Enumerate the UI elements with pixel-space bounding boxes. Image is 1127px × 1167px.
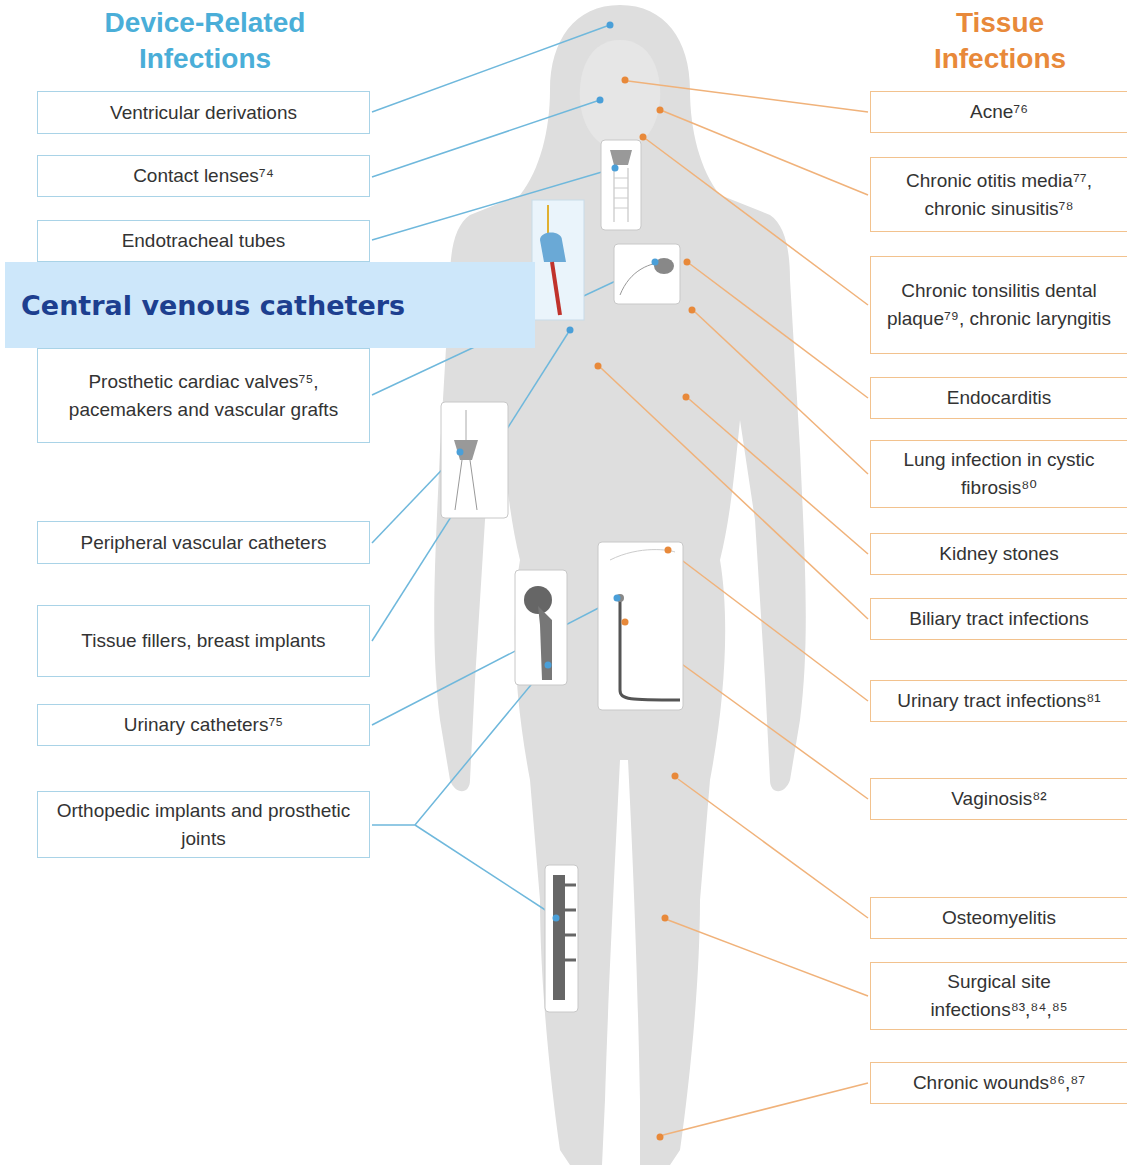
box-text: Biliary tract infections bbox=[909, 605, 1089, 633]
box-text: Osteomyelitis bbox=[942, 904, 1056, 932]
section-heading: Device-Related Infections bbox=[70, 5, 340, 78]
tissue-box: Vaginosis⁸² bbox=[870, 778, 1127, 820]
tissue-box: Osteomyelitis bbox=[870, 897, 1127, 939]
device-dots bbox=[457, 22, 659, 922]
central-catheter-inset bbox=[532, 200, 584, 320]
box-text: Ventricular derivations bbox=[110, 99, 297, 127]
box-text: Lung infection in cystic fibrosis⁸⁰ bbox=[885, 446, 1113, 501]
device-leaders bbox=[372, 26, 652, 915]
trachea-inset bbox=[601, 140, 641, 230]
tissue-box: Endocarditis bbox=[870, 377, 1127, 419]
box-text: Endotracheal tubes bbox=[122, 227, 286, 255]
body-silhouette bbox=[434, 5, 806, 1165]
device-box: Contact lenses⁷⁴ bbox=[37, 155, 370, 197]
box-text: Chronic wounds⁸⁶,⁸⁷ bbox=[913, 1069, 1085, 1097]
tissue-box: Chronic tonsilitis dental plaque⁷⁹, chro… bbox=[870, 256, 1127, 354]
tissue-box: Urinary tract infections⁸¹ bbox=[870, 680, 1127, 722]
box-text: Vaginosis⁸² bbox=[951, 785, 1046, 813]
box-text: Central venous catheters bbox=[21, 290, 405, 321]
box-text: Orthopedic implants and prosthetic joint… bbox=[54, 797, 353, 852]
device-box: Orthopedic implants and prosthetic joint… bbox=[37, 791, 370, 858]
device-box: Endotracheal tubes bbox=[37, 220, 370, 262]
section-heading: Tissue Infections bbox=[905, 5, 1095, 78]
tissue-box: Kidney stones bbox=[870, 533, 1127, 575]
hip-implant-inset bbox=[515, 570, 567, 685]
tissue-box: Biliary tract infections bbox=[870, 598, 1127, 640]
box-text: Kidney stones bbox=[939, 540, 1058, 568]
urinary-catheter-inset bbox=[598, 542, 683, 710]
peripheral-catheter-inset bbox=[441, 402, 508, 518]
box-text: Tissue fillers, breast implants bbox=[81, 627, 325, 655]
device-box: Peripheral vascular catheters bbox=[37, 521, 370, 564]
knee-plate-inset bbox=[545, 865, 578, 1012]
box-text: Endocarditis bbox=[947, 384, 1052, 412]
device-box: Tissue fillers, breast implants bbox=[37, 605, 370, 677]
highlight-box: Central venous catheters bbox=[5, 262, 535, 348]
tissue-box: Chronic wounds⁸⁶,⁸⁷ bbox=[870, 1062, 1127, 1104]
device-box: Ventricular derivations bbox=[37, 91, 370, 134]
box-text: Surgical site infections⁸³,⁸⁴,⁸⁵ bbox=[885, 968, 1113, 1023]
tissue-box: Surgical site infections⁸³,⁸⁴,⁸⁵ bbox=[870, 962, 1127, 1029]
box-text: Contact lenses⁷⁴ bbox=[133, 162, 274, 190]
tissue-box: Acne⁷⁶ bbox=[870, 91, 1127, 133]
box-text: Peripheral vascular catheters bbox=[80, 529, 326, 557]
box-text: Prosthetic cardiac valves⁷⁵, pacemakers … bbox=[54, 368, 353, 423]
device-box: Urinary catheters⁷⁵ bbox=[37, 704, 370, 746]
box-text: Acne⁷⁶ bbox=[970, 98, 1028, 126]
box-text: Urinary catheters⁷⁵ bbox=[124, 711, 283, 739]
box-text: Chronic tonsilitis dental plaque⁷⁹, chro… bbox=[885, 277, 1113, 332]
pacemaker-inset bbox=[614, 244, 680, 304]
tissue-box: Lung infection in cystic fibrosis⁸⁰ bbox=[870, 440, 1127, 508]
face bbox=[580, 40, 660, 150]
tissue-box: Chronic otitis media⁷⁷, chronic sinusiti… bbox=[870, 157, 1127, 232]
tissue-dots bbox=[595, 77, 696, 1141]
device-box: Prosthetic cardiac valves⁷⁵, pacemakers … bbox=[37, 348, 370, 443]
box-text: Chronic otitis media⁷⁷, chronic sinusiti… bbox=[885, 167, 1113, 222]
box-text: Urinary tract infections⁸¹ bbox=[897, 687, 1100, 715]
